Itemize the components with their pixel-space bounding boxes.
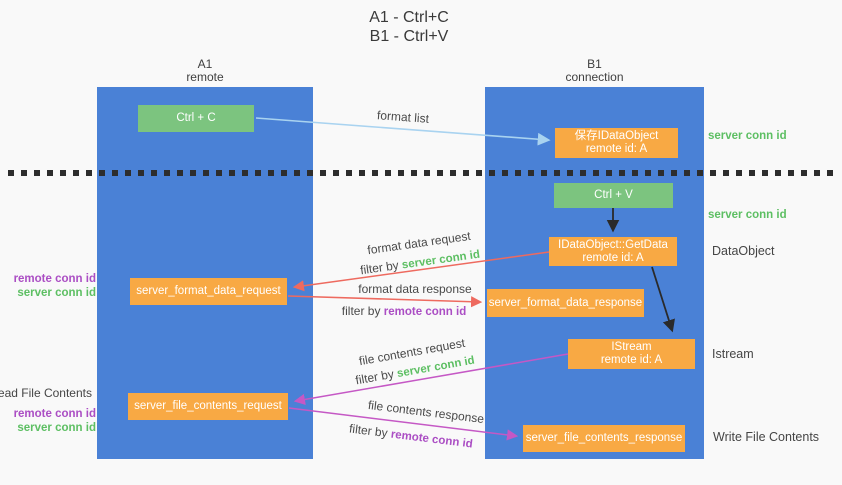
title-line-1: A1 - Ctrl+C	[369, 9, 449, 26]
server-format-data-request-box: server_format_data_request	[130, 278, 287, 305]
read-file-contents-label: Read File Contents	[0, 386, 92, 400]
save-idataobject-box: 保存IDataObject remote id: A	[555, 128, 678, 158]
server-format-data-request-label: server_format_data_request	[136, 285, 281, 297]
left-column-name: A1	[197, 57, 213, 71]
server-conn-id-right-1: server conn id	[708, 130, 787, 142]
getdata-box: IDataObject::GetData remote id: A	[549, 237, 677, 266]
filter-by-text: filter by	[359, 257, 403, 278]
format-data-response-arrow	[287, 295, 483, 308]
getdata-line1: IDataObject::GetData	[558, 238, 668, 251]
ctrl-v-box: Ctrl + V	[554, 183, 673, 208]
remote-conn-id-left-1: remote conn id	[13, 273, 96, 285]
filter-by-text: filter by	[354, 366, 399, 388]
filter-by-remote-conn-id-label-1: filter by remote conn id	[342, 304, 466, 318]
right-column-name: B1	[587, 57, 602, 71]
istream-line2: remote id: A	[600, 354, 663, 366]
filter-by-remote-conn-id-label-2: filter by remote conn id	[348, 421, 473, 450]
dotted-divider-line	[8, 170, 835, 176]
page-title: A1 - Ctrl+C B1 - Ctrl+V	[299, 8, 519, 46]
server-conn-id-right-2: server conn id	[708, 209, 787, 221]
server-file-contents-response-box: server_file_contents_response	[523, 425, 685, 452]
server-file-contents-request-label: server_file_contents_request	[134, 400, 282, 412]
ctrl-v-label: Ctrl + V	[594, 189, 633, 201]
server-format-data-response-box: server_format_data_response	[487, 289, 644, 317]
remote-conn-id-text: remote conn id	[383, 306, 467, 318]
save-idataobject-line2: remote id: A	[585, 143, 648, 155]
server-file-contents-response-label: server_file_contents_response	[525, 432, 683, 444]
left-column-subtitle: remote	[186, 70, 224, 84]
remote-conn-id-text: remote conn id	[390, 428, 474, 451]
filter-by-text: filter by	[341, 304, 384, 318]
right-column-header: B1 connection	[485, 58, 704, 84]
getdata-line2: remote id: A	[582, 251, 644, 264]
filter-by-text: filter by	[348, 421, 392, 441]
format-list-label: format list	[376, 108, 430, 126]
istream-line1: IStream	[611, 341, 652, 353]
dataobject-label: DataObject	[712, 244, 775, 258]
server-format-data-response-label: server_format_data_response	[488, 296, 643, 309]
file-contents-response-label: file contents response	[367, 397, 485, 427]
server-conn-id-left-1: server conn id	[17, 287, 96, 299]
left-column-header: A1 remote	[97, 58, 313, 84]
istream-side-label: Istream	[712, 347, 754, 361]
istream-box: IStream remote id: A	[568, 339, 695, 369]
save-idataobject-line1: 保存IDataObject	[574, 130, 659, 142]
ctrl-c-label: Ctrl + C	[176, 112, 216, 124]
server-conn-id-text: server conn id	[401, 248, 481, 272]
format-data-response-label: format data response	[358, 282, 472, 296]
write-file-contents-label: Write File Contents	[713, 430, 820, 444]
right-column-subtitle: connection	[565, 70, 624, 84]
remote-conn-id-left-2: remote conn id	[13, 408, 96, 420]
title-line-2: B1 - Ctrl+V	[369, 28, 449, 45]
server-file-contents-request-box: server_file_contents_request	[128, 393, 288, 420]
ctrl-c-box: Ctrl + C	[138, 105, 254, 132]
server-conn-id-left-2: server conn id	[17, 422, 96, 434]
